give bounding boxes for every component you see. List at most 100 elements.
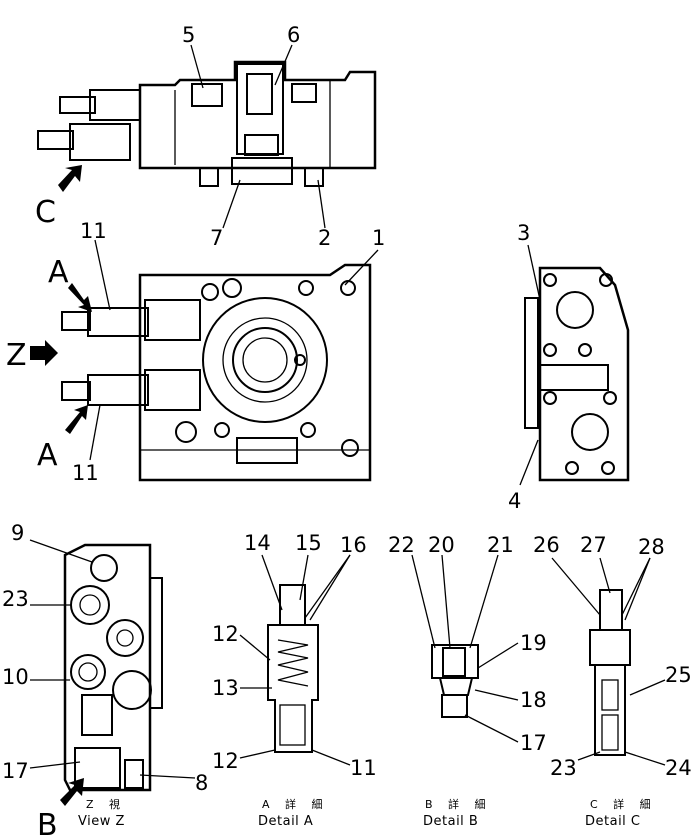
caption-detail-b: Detail B: [423, 814, 478, 829]
caption-detail-b-jp: B 詳 細: [425, 797, 492, 811]
front-view: [61, 263, 372, 482]
cartridge-block-lower: [144, 369, 201, 411]
spline-bore: [232, 327, 298, 393]
view-z: [63, 543, 163, 792]
view-z-port: [106, 619, 144, 657]
part-number-12-top: 12: [212, 622, 239, 646]
caption-detail-a: Detail A: [258, 814, 313, 829]
captions: Z 視 View Z A 詳 細 Detail A B 詳 細 Detail B…: [78, 797, 657, 829]
part-number-4: 4: [508, 489, 521, 513]
part-number-2: 2: [318, 226, 331, 250]
view-arrow-icon: [60, 778, 84, 806]
part-number-12-bottom: 12: [212, 749, 239, 773]
part-number-23-z: 23: [2, 587, 29, 611]
part-number-16: 16: [340, 533, 367, 557]
part-number-11-bottom: 11: [72, 461, 99, 485]
caption-view-z: View Z: [78, 814, 125, 829]
view-z-port-10: [70, 654, 106, 690]
part-number-28: 28: [638, 535, 665, 559]
part-number-5: 5: [182, 23, 195, 47]
caption-detail-c: Detail C: [585, 814, 641, 829]
top-view: [37, 60, 377, 187]
part-number-25: 25: [665, 663, 692, 687]
top-port-5: [191, 83, 223, 107]
center-window: [246, 73, 273, 115]
side-slot: [539, 364, 609, 391]
bolt-left: [199, 167, 219, 187]
view-label-b: B: [37, 808, 58, 840]
bolt-right: [304, 167, 324, 187]
view-z-plug-8: [124, 759, 144, 789]
detail-b: [431, 644, 479, 718]
bolt-hole: [201, 283, 219, 301]
side-port: [556, 291, 594, 329]
part-number-18: 18: [520, 688, 547, 712]
view-labels: C A Z A B: [6, 195, 69, 840]
cartridge-lower: [69, 123, 131, 161]
part-number-9: 9: [11, 521, 24, 545]
bolt-hole: [341, 439, 359, 457]
detail-b-head: [431, 644, 479, 679]
detail-b-tip: [441, 694, 468, 718]
shaft-lower: [37, 130, 74, 150]
cartridge-stem-lower: [61, 381, 91, 401]
part-number-17-z: 17: [2, 759, 29, 783]
part-number-27: 27: [580, 533, 607, 557]
bolt-hole: [175, 421, 197, 443]
part-number-19: 19: [520, 631, 547, 655]
bottom-flange: [231, 157, 293, 185]
cartridge-lower: [87, 374, 149, 406]
view-label-a-top: A: [48, 255, 69, 290]
view-arrow-icon: [30, 340, 58, 366]
view-label-a-bottom: A: [37, 438, 58, 473]
detail-c-body: [594, 664, 626, 756]
view-z-plug-9: [90, 554, 118, 582]
detail-a-body: [267, 624, 319, 753]
view-z-valve: [81, 694, 113, 736]
leader-lines: [29, 44, 666, 779]
part-number-6: 6: [287, 23, 300, 47]
round-flange: [202, 297, 328, 423]
part-number-26: 26: [533, 533, 560, 557]
part-number-3: 3: [517, 221, 530, 245]
view-z-body: [63, 543, 152, 792]
part-number-21: 21: [487, 533, 514, 557]
detail-a-spring: [277, 639, 309, 687]
part-number-7: 7: [210, 226, 223, 250]
side-port: [571, 413, 609, 451]
cartridge-block-upper: [144, 299, 201, 341]
part-number-14: 14: [244, 531, 271, 555]
bolt-hole: [214, 422, 230, 438]
cartridge-stem-upper: [61, 311, 91, 331]
cartridge-upper: [87, 307, 149, 337]
side-view: [524, 266, 630, 482]
part-number-15: 15: [295, 531, 322, 555]
caption-detail-a-jp: A 詳 細: [262, 797, 329, 811]
detail-c-stem: [599, 589, 623, 631]
view-z-port: [112, 670, 152, 710]
bolt-hole: [300, 422, 316, 438]
part-number-1: 1: [372, 226, 385, 250]
view-label-z: Z: [6, 338, 27, 373]
view-arrow-icon: [58, 165, 82, 192]
shaft-upper: [59, 96, 96, 114]
caption-detail-c-jp: C 詳 細: [590, 797, 657, 811]
detail-c-cap: [589, 629, 631, 666]
part-number-11-detail: 11: [350, 756, 377, 780]
part-number-23-detail: 23: [550, 756, 577, 780]
top-port-right: [291, 83, 317, 103]
detail-c: [589, 589, 631, 756]
view-arrow-icon: [68, 283, 92, 312]
part-number-11-top: 11: [80, 219, 107, 243]
view-arrow-icon: [65, 405, 88, 434]
side-flange-plate: [524, 297, 539, 429]
bolt-hole: [298, 280, 314, 296]
front-bottom-notch: [236, 437, 298, 464]
view-label-c: C: [35, 195, 56, 230]
center-lower: [244, 134, 279, 156]
detail-b-neck: [438, 677, 474, 696]
bolt-hole: [222, 278, 242, 298]
part-number-17-detail: 17: [520, 731, 547, 755]
part-numbers: 5 6 7 2 11 1 11 3 4 9 23 10 17 8 14 15 1…: [2, 23, 692, 795]
part-number-24: 24: [665, 756, 692, 780]
